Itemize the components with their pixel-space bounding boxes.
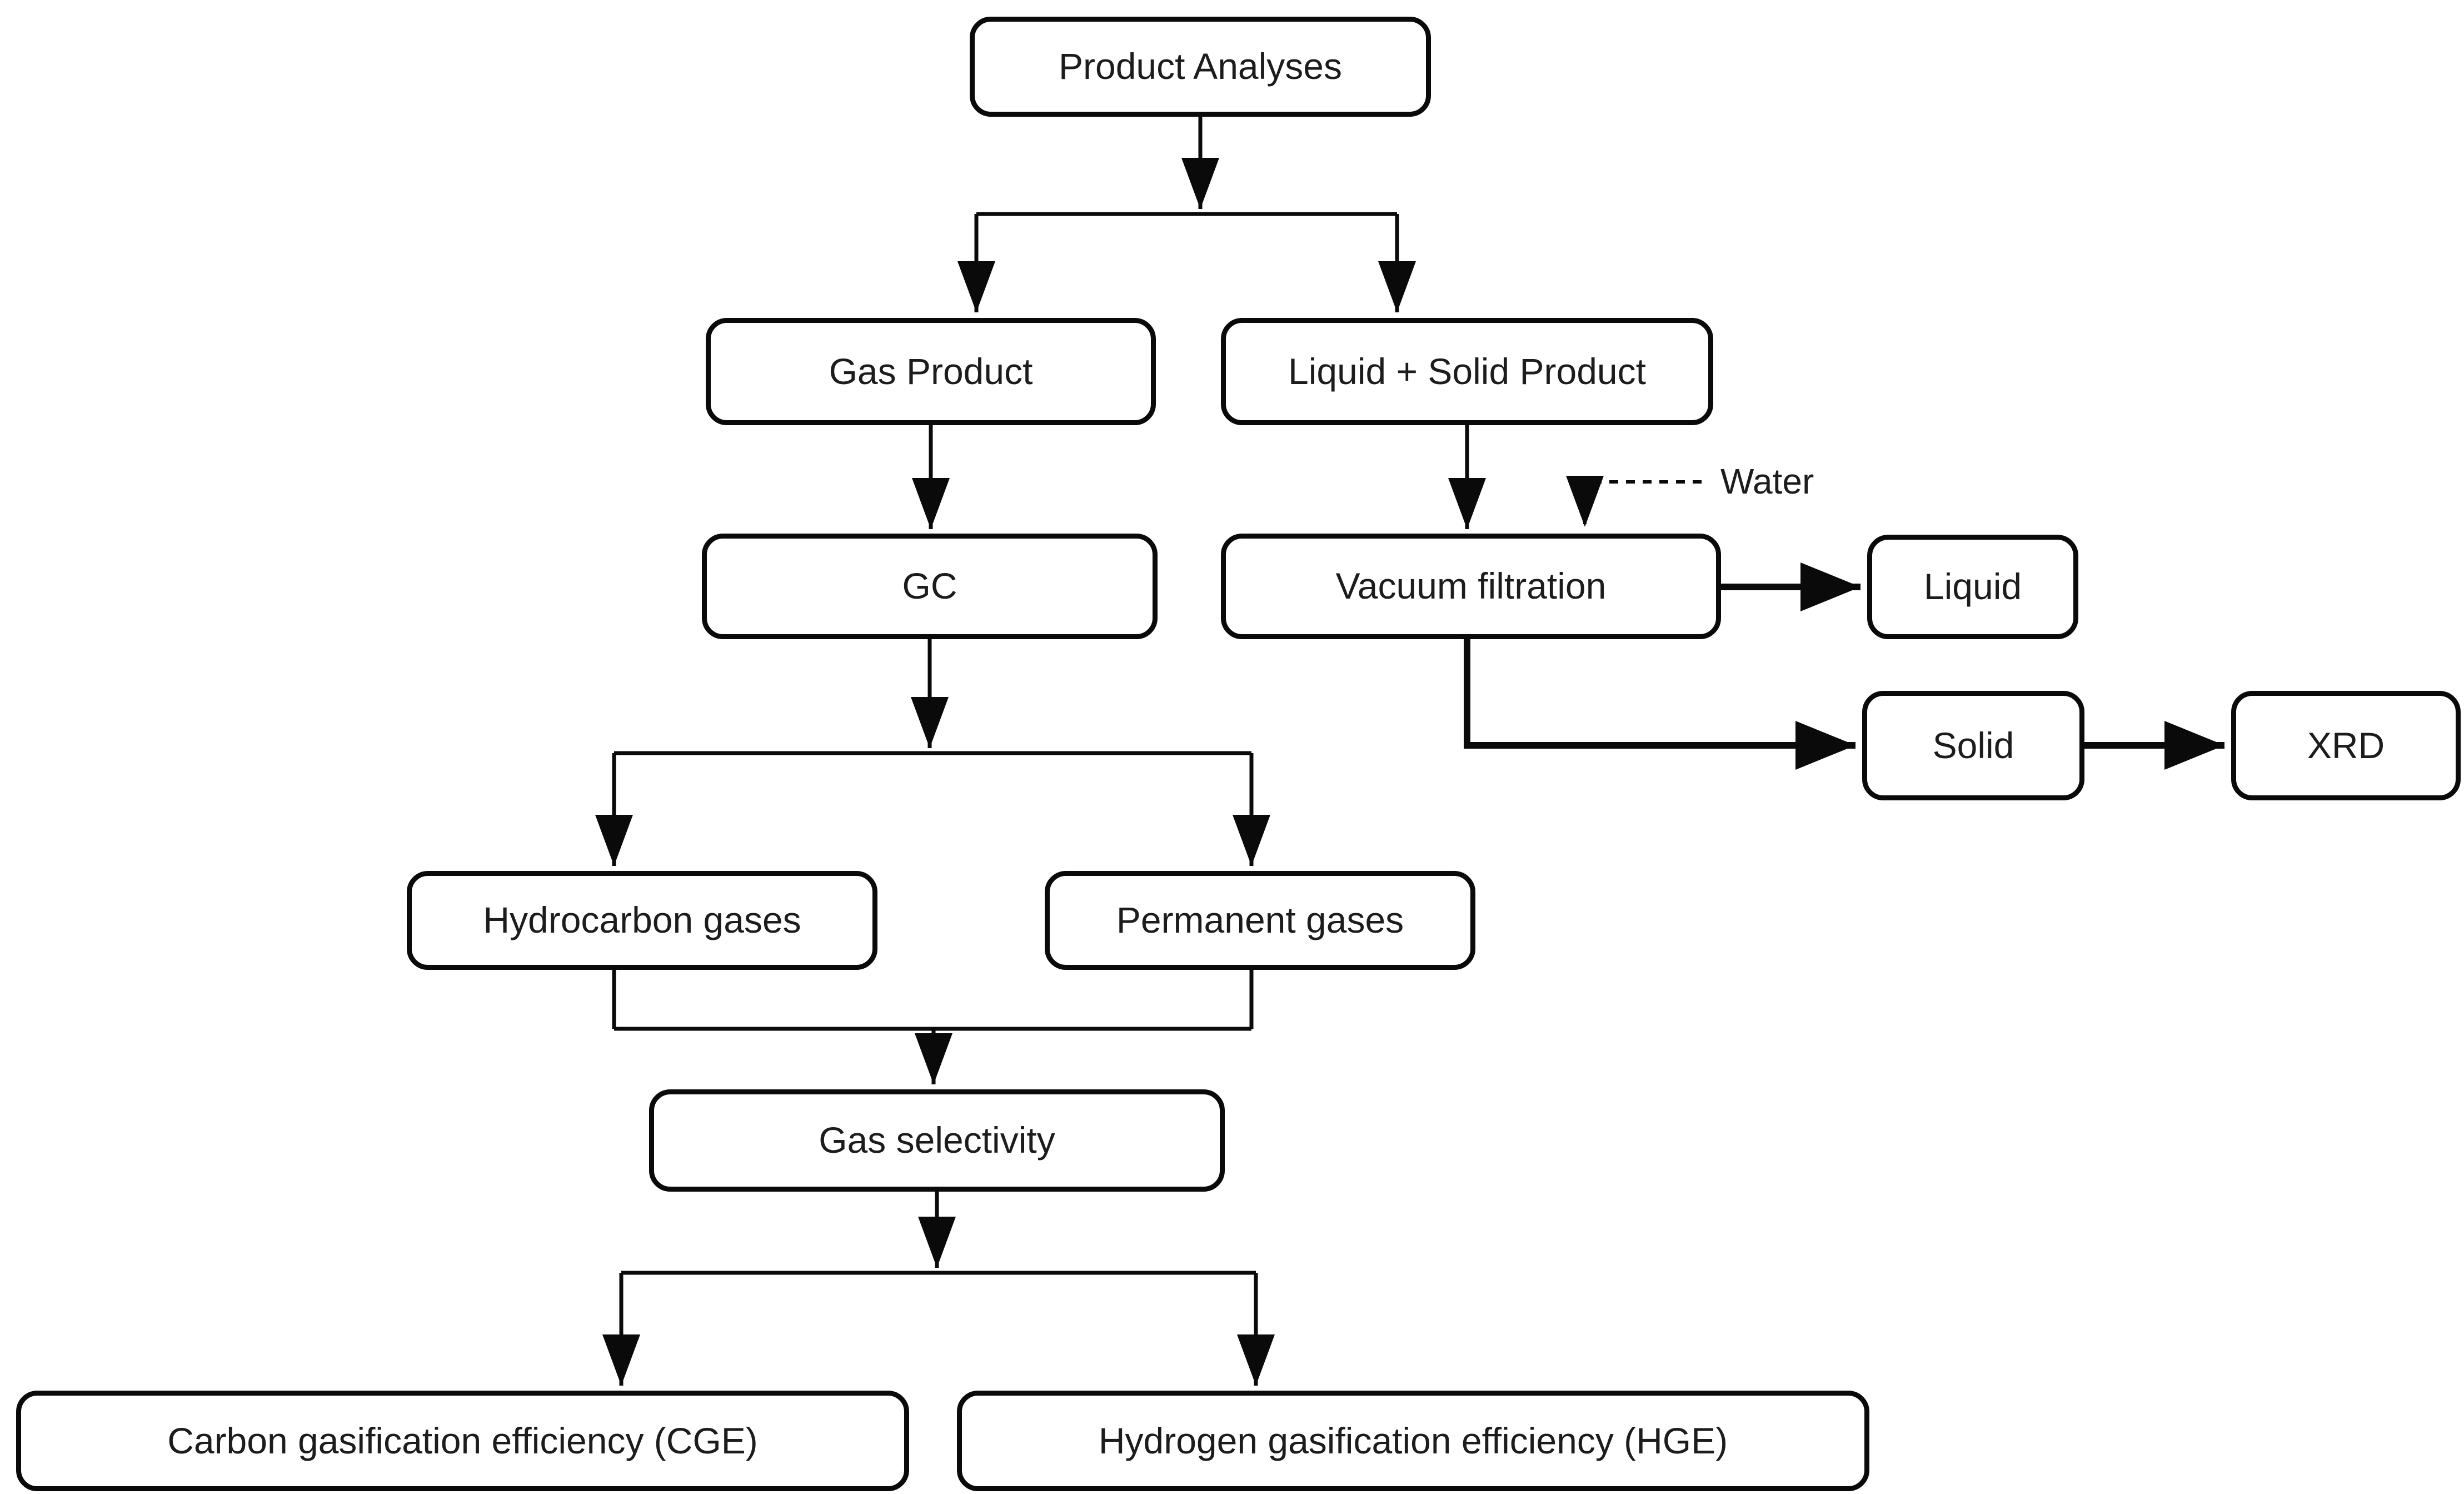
- node-gas-selectivity-label: Gas selectivity: [819, 1119, 1055, 1161]
- node-vacuum-filtration: Vacuum filtration: [1221, 534, 1721, 639]
- node-hge-label: Hydrogen gasification efficiency (HGE): [1098, 1420, 1728, 1461]
- node-cge: Carbon gasification efficiency (CGE): [16, 1391, 909, 1491]
- node-solid-label: Solid: [1932, 724, 2014, 766]
- node-gc: GC: [702, 534, 1158, 639]
- node-xrd-label: XRD: [2307, 724, 2385, 766]
- edge-water-to-vacuum-filtration: [1566, 476, 1702, 527]
- node-product-analyses-label: Product Analyses: [1059, 46, 1342, 87]
- node-hge: Hydrogen gasification efficiency (HGE): [957, 1391, 1869, 1491]
- node-xrd: XRD: [2231, 691, 2461, 800]
- node-permanent-gases-label: Permanent gases: [1116, 899, 1404, 941]
- node-product-analyses: Product Analyses: [970, 17, 1431, 117]
- water-annotation-label: Water: [1720, 461, 1814, 501]
- node-liquid-label: Liquid: [1923, 566, 2022, 607]
- edge-vacuum-filtration-to-solid: [1464, 639, 1856, 770]
- node-hydrocarbon-gases-label: Hydrocarbon gases: [483, 899, 801, 941]
- node-cge-label: Carbon gasification efficiency (CGE): [167, 1420, 758, 1461]
- node-liquid-solid-product-label: Liquid + Solid Product: [1288, 350, 1646, 392]
- node-liquid-solid-product: Liquid + Solid Product: [1221, 318, 1713, 425]
- node-permanent-gases: Permanent gases: [1045, 871, 1475, 970]
- node-vacuum-filtration-label: Vacuum filtration: [1335, 565, 1607, 607]
- node-gas-selectivity: Gas selectivity: [649, 1089, 1225, 1192]
- node-solid: Solid: [1862, 691, 2084, 800]
- node-gc-label: GC: [902, 565, 957, 607]
- node-liquid: Liquid: [1867, 535, 2078, 639]
- node-gas-product-label: Gas Product: [829, 350, 1033, 392]
- node-gas-product: Gas Product: [706, 318, 1156, 425]
- node-hydrocarbon-gases: Hydrocarbon gases: [407, 871, 877, 970]
